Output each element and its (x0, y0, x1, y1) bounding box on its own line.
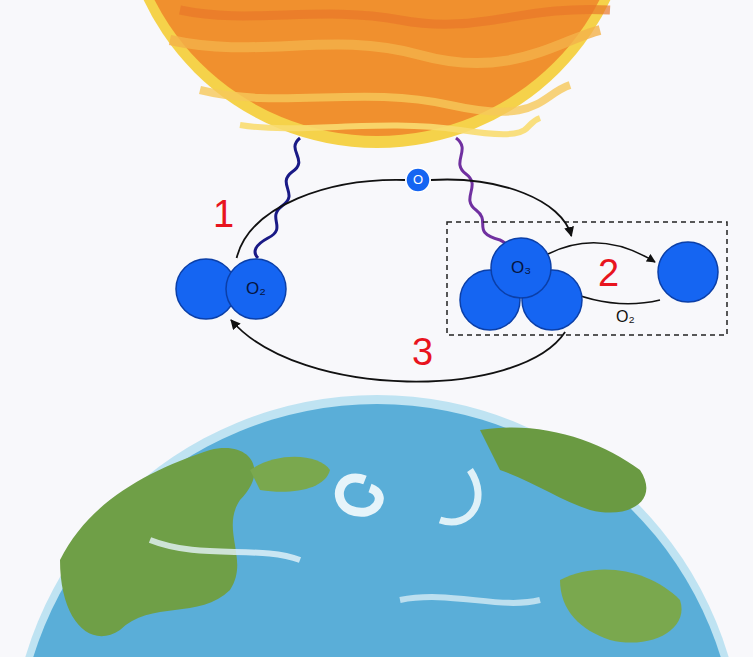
step-number: 2 (598, 252, 619, 296)
oxygen-atom: O (405, 167, 431, 193)
molecule-formula: O₂ (226, 276, 286, 302)
sun (119, 0, 635, 148)
atom-circle (491, 238, 551, 298)
oxygen-atom (658, 242, 718, 302)
cycle-arrow (231, 320, 565, 382)
uv-wave (255, 138, 300, 258)
molecule-label: O₂ (616, 308, 635, 326)
step-number: 1 (213, 193, 234, 237)
atom-shape (458, 236, 584, 332)
atom-circle (226, 259, 286, 319)
molecule-formula: O (405, 167, 431, 193)
ozone-molecule: O₃ (458, 236, 584, 332)
atom-shape (175, 258, 287, 320)
o2-molecule: O₂ (175, 258, 287, 320)
cycle-arrow (237, 180, 405, 258)
molecule-formula: O₃ (491, 255, 551, 281)
uv-wave (456, 138, 510, 250)
earth (10, 395, 744, 657)
dashed-box (447, 222, 727, 335)
step-number: 3 (412, 331, 433, 375)
cycle-arrow (431, 180, 571, 236)
atom-circle (406, 168, 430, 192)
